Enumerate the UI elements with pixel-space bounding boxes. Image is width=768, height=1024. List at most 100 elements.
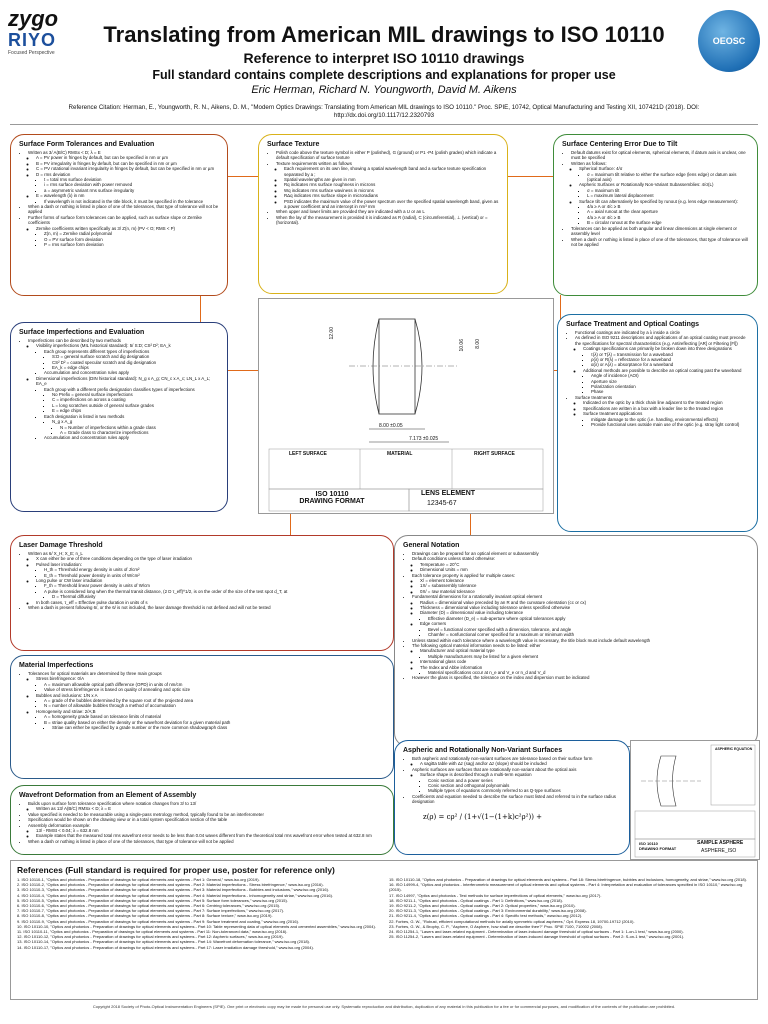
list-item: a = asymmetric variant rms surface irreg… [44, 188, 219, 193]
section-title: Surface Centering Error Due to Tilt [562, 141, 678, 148]
sub-list: Z(n, m) = Zernike radial polynomial O = … [36, 231, 219, 247]
list-item: Default conditions unless stated otherwi… [412, 556, 749, 561]
list-item: 0X/ = raw material tolerance [420, 589, 749, 594]
zygo-logo: zygo [8, 6, 59, 31]
sub-list: σ = maximum tilt L = maximum lateral dis… [579, 188, 749, 199]
sub-list: A = PV power in fringes by default, but … [28, 155, 219, 204]
section-title: Wavefront Deformation from an Element of… [19, 792, 197, 799]
list-item: When upper and lower limits are provided… [276, 209, 499, 214]
list-item: As defined in ISO 9211 descriptions and … [575, 335, 749, 346]
list-item: A pulse is considered long when the ther… [44, 589, 385, 594]
list-item: Written as 6/ X_H; X_E; n_L [28, 551, 385, 556]
list-item: Each group with a different prefix desig… [44, 387, 219, 392]
list-item: Aperture size [591, 379, 749, 384]
reference-item: 19. ISO 9211-2, "Optics and photonics - … [389, 903, 576, 909]
dimension-text: 12.00 [329, 327, 335, 340]
reference-item: 6. ISO 10110-6, "Optics and photonics - … [17, 903, 281, 909]
reference-item: 7. ISO 10110-7, "Optics and photonics - … [17, 908, 285, 914]
surface-imperfections-section: Surface Imperfections and Evaluation Imp… [10, 322, 228, 512]
list-item: Surface treatments [575, 395, 749, 400]
asphere-equation-graphic: z(ρ) = cρ² / (1+√(1−(1+k)c²ρ²)) + Σ aₘ ρ… [423, 813, 571, 821]
drawing-format-line: DRAWING FORMAT [299, 498, 365, 505]
riyo-tagline: Focused Perspective [8, 50, 55, 56]
list-item: Bevel = functional corner specified with… [428, 627, 749, 632]
list-item: Written as 3/ A(B/C) RMSx < D; λ = E [28, 150, 219, 155]
list-item: A = maximum allowable optical path diffe… [44, 682, 385, 687]
list-item: Surface shape is described through a mul… [420, 772, 621, 777]
reference-item: 9. ISO 10110-9, "Optics and photonics - … [17, 918, 300, 924]
section-list: Imperfections can be described by two me… [19, 338, 219, 441]
list-item: Fundamental dimensions for a rotationall… [412, 594, 749, 599]
list-item: Drawings can be prepared for an optical … [412, 551, 749, 556]
revision-block [268, 488, 410, 512]
list-item: Surface treatment applications [583, 411, 749, 416]
list-item: When the lay of the measurement is provi… [276, 215, 499, 226]
reference-item: 23. Forbes, G. W., & Brophy, C. P., "Asp… [389, 923, 603, 929]
section-title: General Notation [403, 542, 460, 549]
list-item: Value of stress birefringence is based o… [44, 687, 385, 692]
list-item: Coatings specifications can primarily be… [583, 346, 749, 351]
sub-list: H_th = Threshold energy density in units… [36, 567, 385, 578]
list-item: If wavelength is not indicated in the ti… [44, 199, 219, 204]
reference-item: 13. ISO 10110-14, "Optics and photonics … [17, 939, 310, 945]
asphere-equation-table [710, 744, 756, 806]
part-name: SAMPLE ASPHERE [697, 840, 744, 846]
sub-list: Bevel = functional corner specified with… [420, 627, 749, 638]
reference-item: 12. ISO 10110-12, "Optics and photonics … [17, 934, 284, 940]
list-item: A = grade of the bubbles determined by t… [44, 698, 385, 703]
connector-line [290, 512, 291, 535]
list-item: X/ = element tolerance [420, 578, 749, 583]
copyright-notice: Copyright 2018 Society of Photo-Optical … [92, 1004, 676, 1009]
list-item: Visibility imperfections (MIL historical… [36, 343, 219, 348]
list-item: Effective diameter (D_e) = sub-aperture … [428, 616, 749, 621]
reference-item: 22. Forbes, G. W., "Robust, efficient co… [389, 918, 635, 924]
part-name: LENS ELEMENT [421, 490, 476, 497]
list-item: D = Thermal diffusivity [52, 594, 385, 599]
list-item: Accumulation and concentration rules app… [44, 370, 219, 375]
sub-list: Radius = dimensional value preceded by a… [412, 600, 749, 638]
reference-item: 8. ISO 10110-8, "Optics and photonics - … [17, 913, 273, 919]
references-section: References (Full standard is required fo… [10, 860, 758, 1000]
list-item: Each group represents different types of… [44, 349, 219, 354]
surface-texture-section: Surface Texture Polish code above the te… [258, 134, 508, 294]
list-item: B = PV irregularity in fringes by defaul… [36, 161, 219, 166]
wavefront-deformation-section: Wavefront Deformation from an Element of… [10, 785, 394, 855]
sub-list: A = grade of the bubbles determined by t… [36, 698, 385, 709]
list-item: N = Number of imperfections within a gra… [60, 425, 219, 430]
sub-list: A = homogeneity grade based on tolerance… [36, 714, 385, 730]
list-item: Texture requirements written as follows [276, 161, 499, 166]
drawing-format-line: DRAWING FORMAT [639, 846, 677, 851]
list-item: Aspheric Surfaces or Rotationally Non-Va… [579, 182, 749, 187]
list-item: Each requirement on its own line, showin… [284, 166, 499, 177]
list-item: The Index and Abbe information [420, 665, 749, 670]
dimension-text: 8.00 ±0.05 [379, 423, 403, 429]
list-item: Additional methods are possible to descr… [583, 368, 749, 373]
dimension-text: 7.173 ±0.025 [409, 436, 439, 442]
list-item: Surface tilt can alternatively be specif… [579, 199, 749, 204]
part-number: ASPHERE_ISO [701, 848, 737, 854]
list-item: Imperfections can be described by two me… [28, 338, 219, 343]
list-item: However the glass is specified, the tole… [412, 675, 749, 680]
lens-drawing-svg [268, 318, 544, 512]
list-item: Indicated on the optic by a thick chain … [583, 400, 749, 405]
list-item: Multiple manufacturers may be listed for… [428, 654, 749, 659]
asphere-drawing: ASPHERIC EQUATION ISO 10110 DRAWING FORM… [630, 740, 760, 860]
section-list: Both aspheric and rotationally non-varia… [403, 756, 621, 805]
list-item: 4/a ≥ A or 4/c ≥ B [587, 204, 749, 209]
reference-item: 4. ISO 10110-4, "Optics and photonics - … [17, 892, 334, 898]
list-item: Conic section and a power series [428, 778, 621, 783]
list-item: Rq indicates rms surface roughness in mi… [284, 182, 499, 187]
list-item: Z(n, m) = Zernike radial polynomial [44, 231, 219, 236]
sub-list: If wavelength is not indicated in the ti… [36, 199, 219, 204]
section-list: Tolerances for optical materials are det… [19, 671, 385, 730]
list-item: Chamfer = nonfunctional corner specified… [428, 632, 749, 637]
lens-left-curve [372, 318, 380, 415]
list-item: Assembly deformation example: [28, 823, 385, 828]
list-item: C = imperfections on across a coating [52, 397, 219, 402]
list-item: i = rms surface deviation with power rem… [44, 182, 219, 187]
list-item: Tolerances for optical materials are det… [28, 671, 385, 676]
aspheric-section: Aspheric and Rotationally Non-Variant Su… [394, 740, 630, 855]
sub-list: Surface shape is described through a mul… [412, 772, 621, 794]
list-item: Further forms of surface form tolerances… [28, 215, 219, 226]
reference-item: 2. ISO 10110-2, "Optics and photonics - … [17, 882, 324, 888]
